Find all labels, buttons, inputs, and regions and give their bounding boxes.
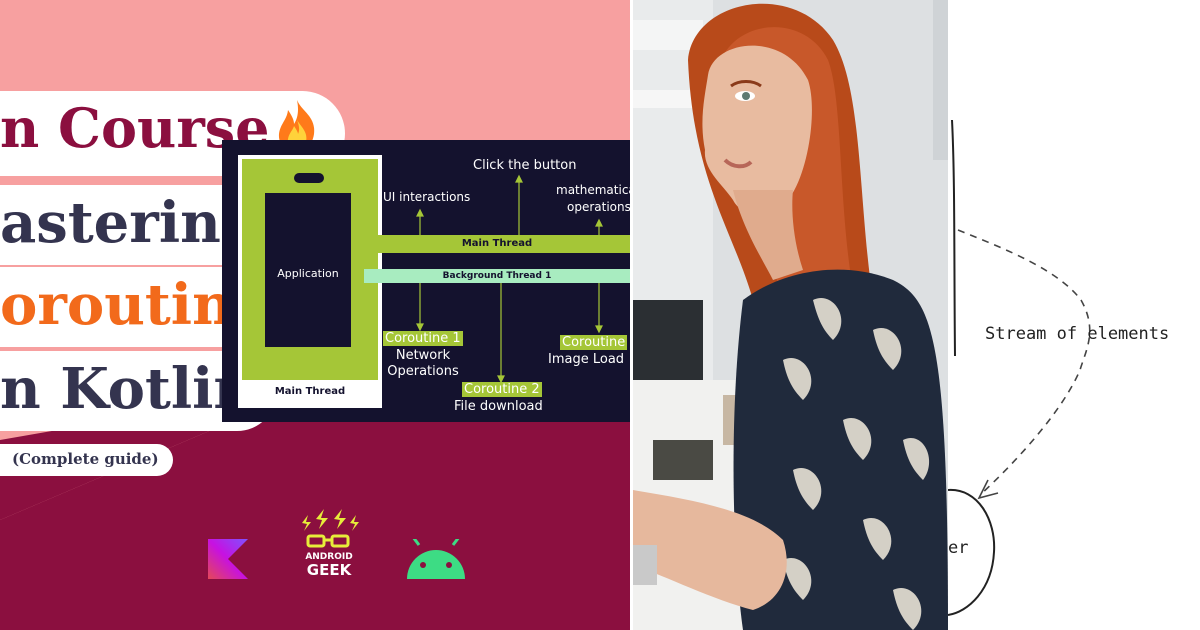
phone-notch bbox=[294, 173, 324, 183]
coroutine-1-tag: Coroutine 1 bbox=[383, 331, 463, 346]
coroutine-1-line-2: Operations bbox=[387, 364, 459, 379]
phone-screen bbox=[265, 193, 351, 347]
main-thread-bar: Main Thread bbox=[364, 235, 630, 253]
svg-text:ANDROID: ANDROID bbox=[305, 552, 352, 562]
subtitle-badge: (Complete guide) bbox=[0, 444, 173, 476]
math-ops-label-1: mathematica bbox=[556, 183, 630, 197]
ui-interactions-label: UI interactions bbox=[383, 190, 471, 204]
svg-text:GEEK: GEEK bbox=[307, 561, 353, 579]
photo-illustration bbox=[633, 0, 948, 630]
logo-row: ANDROID GEEK bbox=[200, 505, 480, 585]
coroutine-3-tag: Coroutine bbox=[560, 335, 628, 350]
coroutine-1-line-1: Network bbox=[395, 348, 451, 363]
coroutine-3-line: Image Load bbox=[548, 352, 625, 367]
math-ops-label-2: operations bbox=[567, 200, 630, 214]
title-line-1: n Course bbox=[0, 96, 340, 172]
coroutine-2-line: File download bbox=[454, 399, 543, 414]
android-geek-logo-icon: ANDROID GEEK bbox=[302, 509, 359, 579]
threads-diagram: Application Main Thread Main Thread Back… bbox=[222, 140, 630, 422]
android-logo-icon bbox=[407, 539, 465, 579]
kotlin-logo-icon bbox=[208, 539, 248, 579]
sketch-diagram: Stream of elements er bbox=[948, 0, 1200, 630]
coroutine-2-tag: Coroutine 2 bbox=[462, 382, 542, 397]
background-thread-bar: Background Thread 1 bbox=[364, 269, 630, 283]
application-label: Application bbox=[277, 267, 339, 280]
phone-main-thread-label: Main Thread bbox=[242, 380, 378, 404]
sketch-lines bbox=[948, 119, 1091, 616]
partial-label: er bbox=[948, 538, 969, 558]
title-line-4: n Kotlin bbox=[0, 356, 273, 426]
diagram-arrows bbox=[416, 174, 603, 384]
click-button-label: Click the button bbox=[473, 158, 577, 173]
course-thumbnail: n Course astering oroutines n Kotlin (Co… bbox=[0, 0, 630, 630]
stream-of-elements-label: Stream of elements bbox=[985, 324, 1170, 344]
woman-photo bbox=[633, 0, 948, 630]
phone-illustration: Application Main Thread bbox=[238, 155, 382, 408]
